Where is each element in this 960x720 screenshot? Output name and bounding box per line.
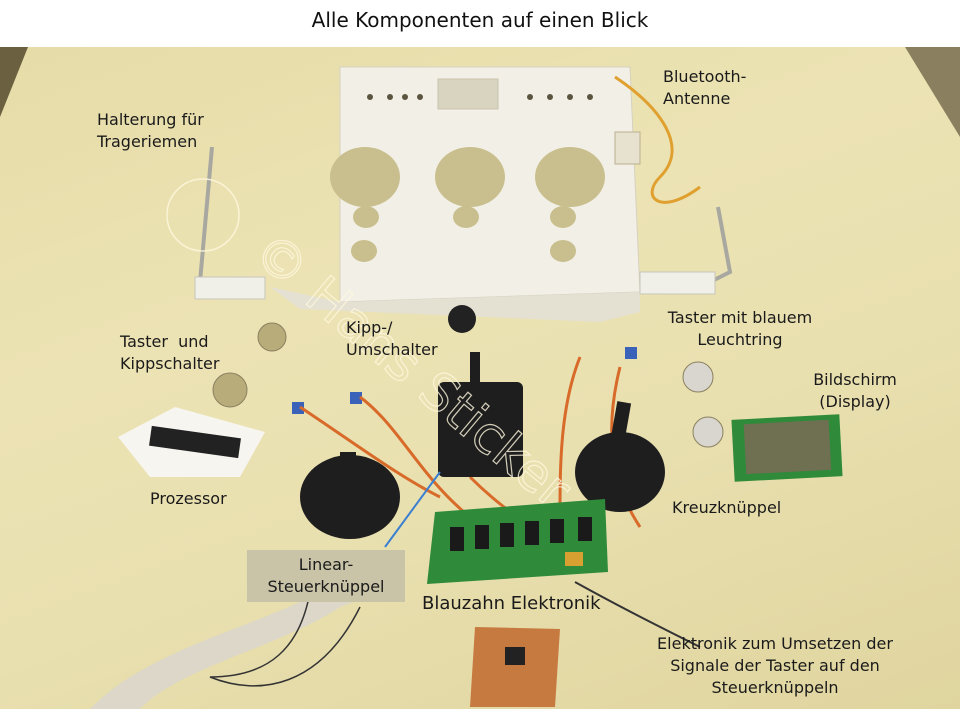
label-bluetooth-line2: Antenne <box>663 89 731 108</box>
photo-illustration: © Hans Sticker <box>0 47 960 709</box>
label-linear-joystick: Linear- Steuerknüppel <box>247 550 405 602</box>
rocker-switch <box>448 305 476 333</box>
dark-corner-left <box>0 47 28 117</box>
toggle-switches <box>292 347 637 414</box>
housing <box>270 66 641 322</box>
main-pcb <box>427 499 608 584</box>
label-cross-joystick: Kreuzknüppel <box>672 498 782 517</box>
dark-corner-right <box>905 47 960 137</box>
label-strap-holder: Halterung für Trageriemen <box>97 109 204 153</box>
strap-holder-right <box>639 206 733 295</box>
label-display-line1: Bildschirm <box>813 370 897 389</box>
label-strap-holder-line1: Halterung für <box>97 110 204 129</box>
copyright-circle-icon <box>166 178 240 252</box>
label-linear-joystick-line1: Linear- <box>298 555 354 574</box>
label-blue-ring-button: Taster mit blauem Leuchtring <box>650 307 830 351</box>
label-buttons-switches-line2: Kippschalter <box>120 354 220 373</box>
processor <box>118 407 265 477</box>
pointer-line <box>384 471 441 548</box>
label-blue-ring-button-line1: Taster mit blauem <box>667 308 813 327</box>
components-photo: © Hans Sticker Halterung für Trageriemen… <box>0 47 960 709</box>
label-display: Bildschirm (Display) <box>800 369 910 413</box>
display-module <box>731 414 843 482</box>
label-buttons-switches-line1: Taster und <box>120 332 209 351</box>
linear-joystick-2 <box>300 452 400 539</box>
slide-title: Alle Komponenten auf einen Blick <box>311 8 649 32</box>
label-blue-ring-button-line2: Leuchtring <box>697 330 783 349</box>
label-processor: Prozessor <box>150 489 227 508</box>
ribbon-cable <box>90 567 405 709</box>
label-converter-line2: Signale der Taster auf den <box>670 656 880 675</box>
label-converter-line1: Elektronik zum Umsetzen der <box>657 634 893 653</box>
label-linear-joystick-line2: Steuerknüppel <box>267 577 385 596</box>
label-bluetooth-line1: Bluetooth- <box>663 67 747 86</box>
converter-pcb <box>470 627 560 707</box>
label-bluetooth-electronics: Blauzahn Elektronik <box>422 593 601 614</box>
twisted-wire <box>574 581 701 648</box>
label-converter-line3: Steuerknüppeln <box>711 678 839 697</box>
label-bluetooth: Bluetooth- Antenne <box>663 66 746 110</box>
label-converter-electronics: Elektronik zum Umsetzen der Signale der … <box>640 633 910 699</box>
label-display-line2: (Display) <box>819 392 891 411</box>
cross-joystick <box>575 401 665 512</box>
label-rocker-switch-line1: Kipp-/ <box>346 318 393 337</box>
thin-wire <box>209 591 361 687</box>
push-buttons <box>212 322 724 448</box>
bluetooth-antenna <box>614 75 701 204</box>
label-rocker-switch: Kipp-/ Umschalter <box>346 317 438 361</box>
strap-holder-left <box>194 146 266 300</box>
linear-joystick <box>438 352 523 477</box>
label-buttons-switches: Taster und Kippschalter <box>120 331 219 375</box>
label-strap-holder-line2: Trageriemen <box>97 132 198 151</box>
label-rocker-switch-line2: Umschalter <box>346 340 438 359</box>
